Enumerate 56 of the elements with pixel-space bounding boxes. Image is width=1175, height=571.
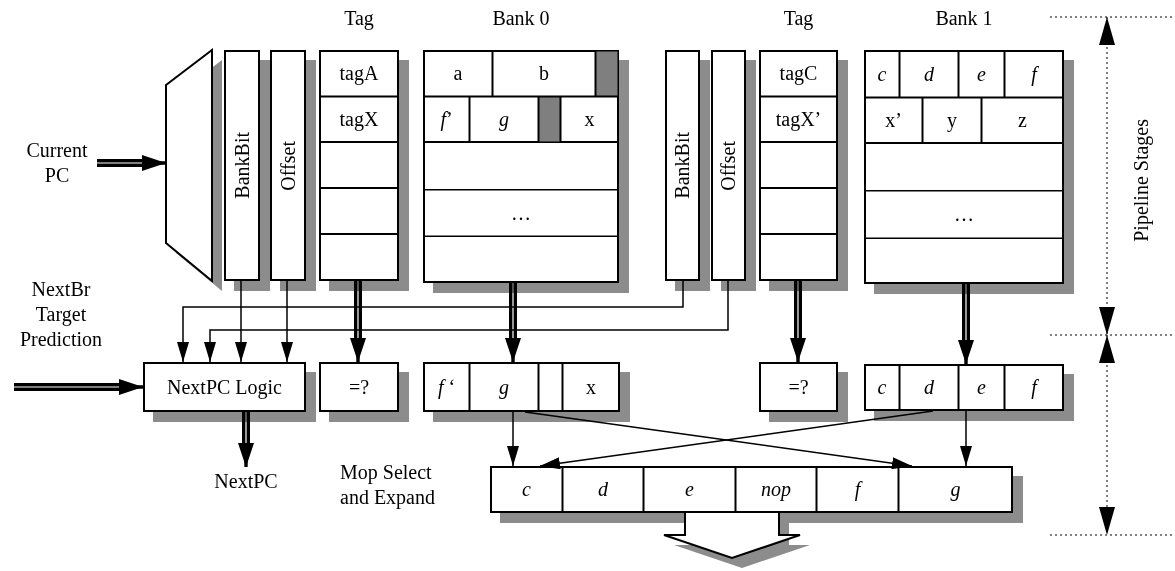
- arrow: [960, 410, 972, 467]
- table-cell: x: [560, 96, 619, 143]
- table-cell: c: [864, 50, 900, 98]
- table-cell: z: [981, 97, 1064, 144]
- node-label: Current PC: [17, 136, 97, 190]
- table-cell: nop: [735, 466, 817, 513]
- empty-cell: [538, 362, 563, 412]
- arrow: [235, 280, 247, 363]
- bus-arrow: [12, 379, 145, 395]
- trapezoid-shape: [166, 50, 222, 291]
- text-label: NextBr Target Prediction: [18, 276, 104, 352]
- table-cell: tagX’: [759, 96, 838, 143]
- table-cell: d: [899, 50, 959, 98]
- table-cell: …: [423, 189, 619, 237]
- bus-arrow: [958, 282, 974, 366]
- table-cell: f: [816, 466, 899, 513]
- table-cell: f’: [423, 96, 470, 143]
- table-cell: tagC: [759, 50, 838, 97]
- bus-arrow: [95, 155, 168, 171]
- output-block-arrow: [663, 512, 810, 568]
- table-cell: y: [922, 97, 982, 144]
- table-cell: d: [562, 466, 644, 513]
- table-cell: tagA: [319, 50, 399, 97]
- bus-arrow: [238, 410, 254, 469]
- table-heading: Tag: [783, 8, 814, 28]
- filled-cell: [595, 50, 619, 97]
- table-cell: c: [864, 364, 900, 411]
- table-heading: Tag: [344, 8, 374, 28]
- table-cell: b: [492, 50, 596, 97]
- table-cell: …: [864, 190, 1064, 239]
- table-cell: a: [423, 50, 493, 97]
- table-cell: x’: [864, 97, 923, 144]
- table-heading: Bank 0: [492, 8, 550, 28]
- table-cell: g: [469, 96, 539, 143]
- table-cell: c: [490, 466, 563, 513]
- table-cell: f: [1004, 364, 1064, 411]
- table-cell: x: [562, 362, 620, 412]
- table-cell: f: [1004, 50, 1064, 98]
- bus-arrow: [350, 279, 366, 364]
- table-cell: g: [898, 466, 1013, 513]
- table-cell: g: [469, 362, 539, 412]
- table-cell: tagX: [319, 96, 399, 143]
- text-label: Pipeline Stages: [1128, 118, 1153, 242]
- arrow: [281, 280, 293, 363]
- table-heading: Bank 1: [935, 8, 993, 28]
- text-label: Mop Select and Expand: [340, 460, 436, 510]
- table-cell: e: [643, 466, 736, 513]
- arrow: [507, 411, 519, 467]
- bus-arrow: [505, 281, 521, 364]
- filled-cell: [538, 96, 561, 143]
- table-cell: f ‘: [423, 362, 470, 412]
- table-cell: e: [958, 50, 1005, 98]
- node-label: NextPC: [196, 467, 296, 495]
- bus-arrow: [790, 279, 806, 364]
- table-cell: d: [899, 364, 959, 411]
- table-cell: e: [958, 364, 1005, 411]
